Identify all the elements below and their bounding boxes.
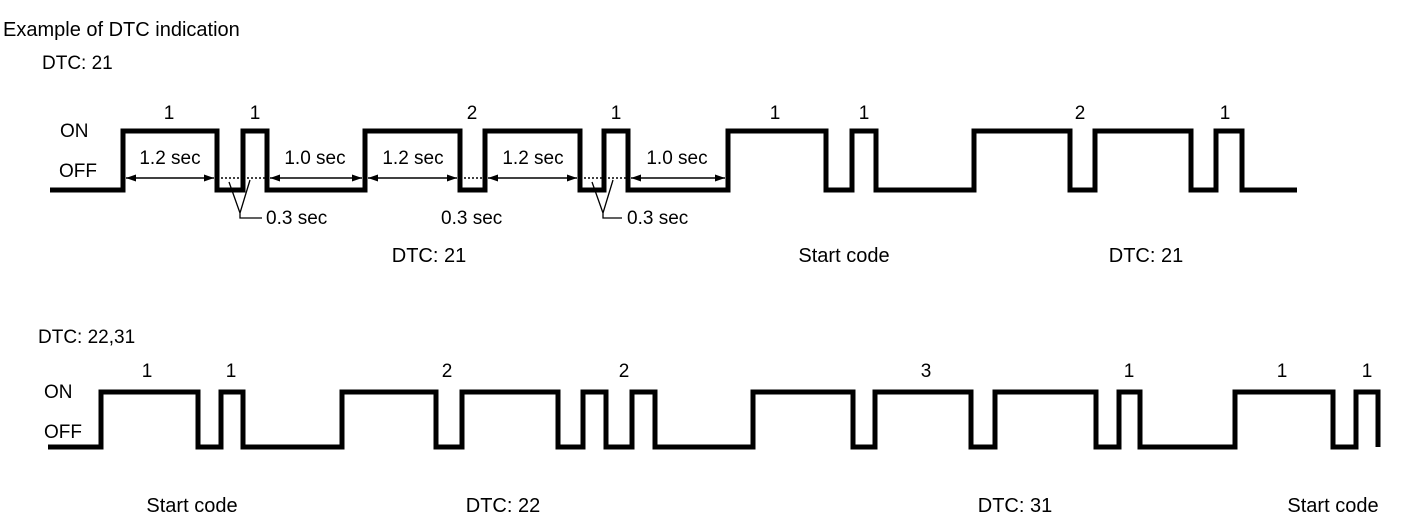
diagram1-group-label: DTC: 21 xyxy=(1109,245,1183,267)
diagram2-pulse-count: 1 xyxy=(142,361,153,382)
diagram1-pulse-count: 2 xyxy=(467,103,478,124)
diagram1-timing-label: 1.2 sec xyxy=(139,148,200,169)
diagram2-on-label: ON xyxy=(44,382,73,403)
diagram2-signal-waveform xyxy=(48,389,1381,450)
diagram1-gap-label: 0.3 sec xyxy=(441,208,502,229)
diagram1-signal-waveform xyxy=(50,128,1297,193)
diagram1-pulse-count: 1 xyxy=(770,103,781,124)
diagram1-group-label: DTC: 21 xyxy=(392,245,466,267)
diagram1-group-label: Start code xyxy=(798,245,889,267)
diagram1-heading: DTC: 21 xyxy=(42,53,113,74)
diagram2-pulse-count: 1 xyxy=(226,361,237,382)
diagram2-group-label: Start code xyxy=(146,495,237,517)
diagram1-off-label: OFF xyxy=(59,161,97,182)
diagram2-pulse-count: 1 xyxy=(1362,361,1373,382)
diagram-title: Example of DTC indication xyxy=(3,19,240,41)
diagram2-group-label: DTC: 31 xyxy=(978,495,1052,517)
diagram2-group-label: Start code xyxy=(1287,495,1378,517)
diagram2-pulse-count: 3 xyxy=(921,361,932,382)
diagram1-pulse-count: 1 xyxy=(611,103,622,124)
diagram2-off-label: OFF xyxy=(44,422,82,443)
diagram2-pulse-count: 2 xyxy=(442,361,453,382)
diagram1-pulse-count: 1 xyxy=(250,103,261,124)
diagram1-dimension-arrows xyxy=(126,174,725,182)
diagram1-timing-label: 1.0 sec xyxy=(284,148,345,169)
diagram2-group-label: DTC: 22 xyxy=(466,495,540,517)
diagram1-pulse-count: 2 xyxy=(1075,103,1086,124)
diagram2-pulse-count: 1 xyxy=(1277,361,1288,382)
diagram2-pulse-count: 1 xyxy=(1124,361,1135,382)
diagram1-timing-label: 1.0 sec xyxy=(646,148,707,169)
diagram1-pulse-count: 1 xyxy=(164,103,175,124)
diagram1-short-gap-markers xyxy=(217,177,628,219)
diagram1-pulse-count: 1 xyxy=(1220,103,1231,124)
diagram1-timing-label: 1.2 sec xyxy=(502,148,563,169)
diagram1-pulse-count: 1 xyxy=(859,103,870,124)
diagram2-pulse-count: 2 xyxy=(619,361,630,382)
diagram2-heading: DTC: 22,31 xyxy=(38,327,135,348)
diagram1-on-label: ON xyxy=(60,121,89,142)
diagram1-timing-label: 1.2 sec xyxy=(382,148,443,169)
diagram1-gap-label: 0.3 sec xyxy=(266,208,327,229)
diagram1-gap-label: 0.3 sec xyxy=(627,208,688,229)
